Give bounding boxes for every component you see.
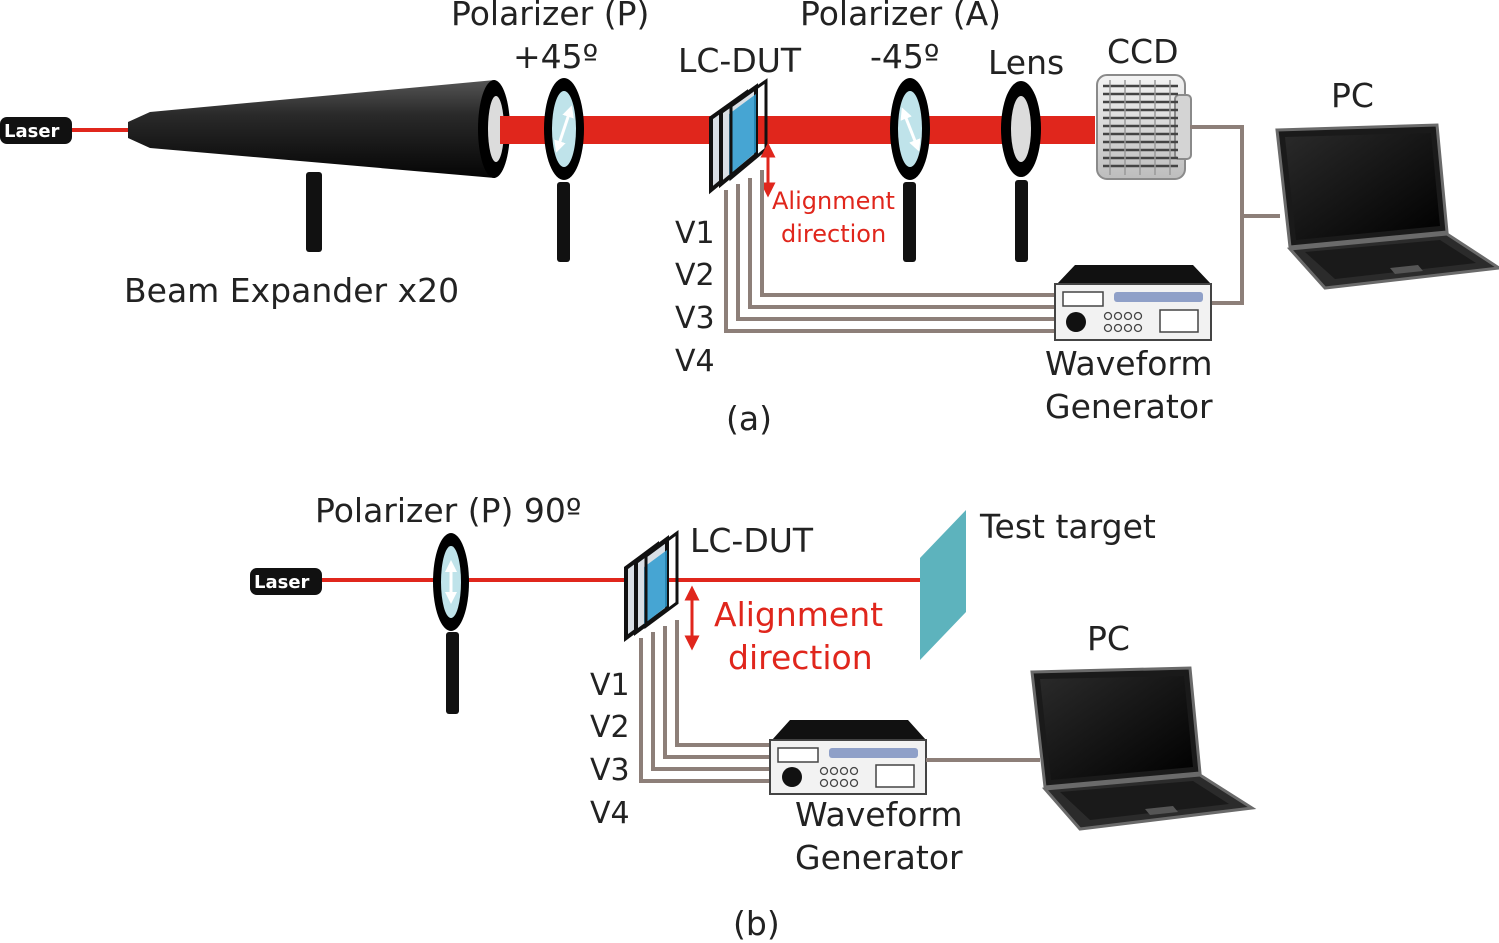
- expanded-beam: [500, 116, 1095, 144]
- beam-expander: [128, 80, 510, 252]
- voltage-label-v1: V1: [590, 668, 630, 703]
- waveform-generator: [1054, 265, 1212, 341]
- polarizer-label: Polarizer (P) 90º: [315, 491, 581, 530]
- pc-laptop: [1030, 666, 1257, 831]
- panel-b-caption: (b): [733, 904, 780, 943]
- laser-source: Laser: [250, 568, 322, 595]
- lc-dut: [709, 78, 768, 195]
- laser-label: Laser: [4, 121, 60, 142]
- voltage-label-v3: V3: [590, 753, 630, 788]
- ccd-label: CCD: [1107, 32, 1179, 71]
- waveform-label-line1: Waveform: [1045, 344, 1213, 383]
- voltage-label-v4: V4: [590, 796, 630, 831]
- lens: [1001, 81, 1041, 262]
- polarizer-p-angle: +45º: [513, 37, 598, 76]
- panel-a: Laser Beam Expander x20 Polarizer (P) +4…: [0, 0, 1499, 438]
- voltage-label-v3: V3: [675, 301, 715, 336]
- test-target: [920, 510, 966, 660]
- laser-label: Laser: [254, 572, 310, 593]
- pc-laptop: [1275, 123, 1499, 290]
- voltage-label-v2: V2: [675, 258, 715, 293]
- waveform-label-line2: Generator: [795, 838, 963, 877]
- waveform-label-line1: Waveform: [795, 795, 963, 834]
- alignment-label-line2: direction: [728, 638, 873, 677]
- polarizer-a: [890, 78, 930, 262]
- polarizer-a-angle: -45º: [870, 37, 939, 76]
- voltage-label-v1: V1: [675, 216, 715, 251]
- polarizer-a-title: Polarizer (A): [800, 0, 1001, 33]
- polarizer-p: [544, 78, 584, 262]
- alignment-label-line2: direction: [781, 220, 886, 248]
- lc-dut-label: LC-DUT: [690, 521, 814, 560]
- voltage-label-v2: V2: [590, 710, 630, 745]
- waveform-generator: [769, 720, 927, 795]
- alignment-label-line1: Alignment: [772, 187, 895, 215]
- lc-dut-label: LC-DUT: [678, 41, 802, 80]
- ccd-pc-cable: [1190, 125, 1280, 305]
- lc-dut: [624, 530, 679, 642]
- lens-label: Lens: [988, 43, 1064, 82]
- voltage-wires: [639, 620, 772, 783]
- polarizer-p-title: Polarizer (P): [451, 0, 649, 33]
- panel-b: Laser Polarizer (P) 90º LC-DUT Alignment…: [250, 491, 1257, 943]
- pc-label: PC: [1087, 619, 1130, 658]
- laser-source: Laser: [0, 117, 72, 144]
- beam-expander-label: Beam Expander x20: [124, 271, 459, 310]
- ccd-camera: [1096, 74, 1192, 180]
- waveform-label-line2: Generator: [1045, 387, 1213, 426]
- panel-a-caption: (a): [726, 399, 772, 438]
- alignment-label-line1: Alignment: [714, 595, 883, 634]
- voltage-wires: [724, 170, 1057, 333]
- voltage-label-v4: V4: [675, 344, 715, 379]
- polarizer-p: [433, 533, 469, 714]
- test-target-label: Test target: [979, 507, 1156, 546]
- pc-label: PC: [1331, 76, 1374, 115]
